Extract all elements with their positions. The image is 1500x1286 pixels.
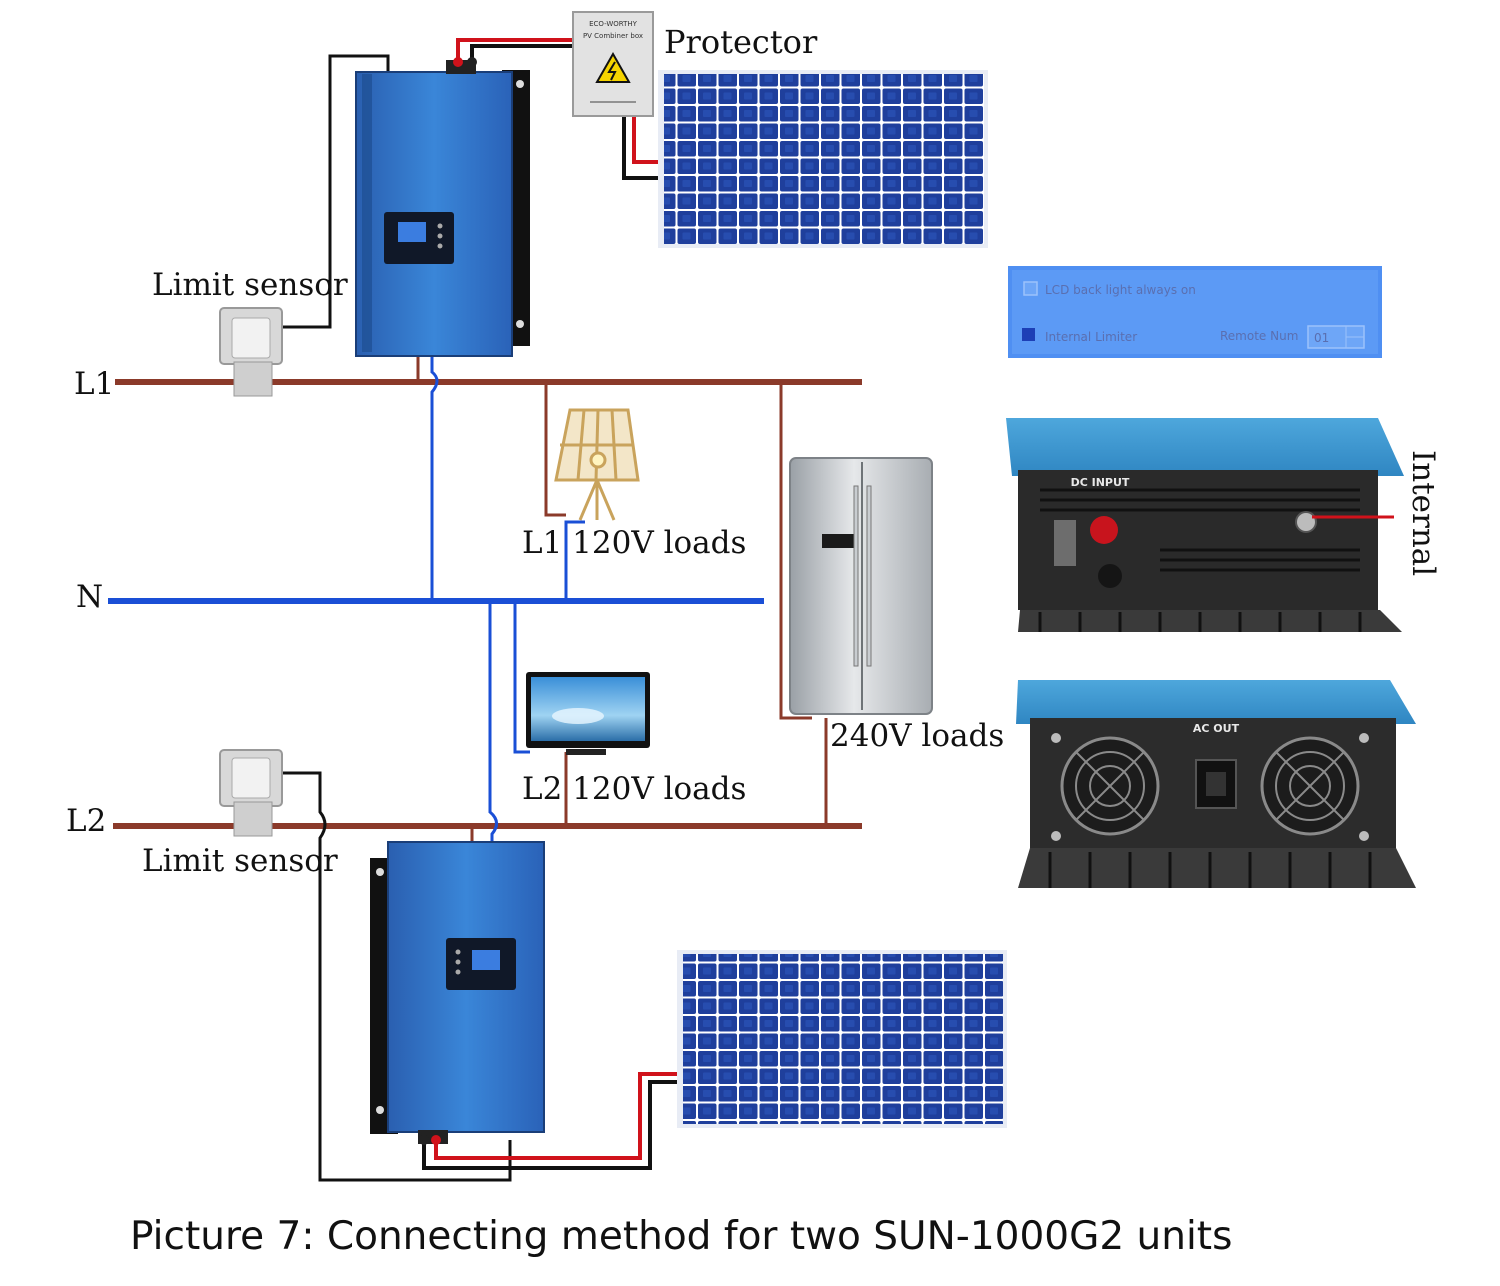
- sensor2-wire: [282, 771, 512, 1182]
- inverter2-dc-wires: [422, 1072, 680, 1170]
- dc-input-label: DC INPUT: [1071, 476, 1130, 489]
- inverter1-ac-wires: [416, 352, 439, 601]
- l2-load-wires: [513, 601, 568, 826]
- limiter-checkbox[interactable]: [1022, 328, 1035, 341]
- internal-label: Internal: [1405, 450, 1441, 577]
- dc-positive-terminal: [1090, 516, 1118, 544]
- protector-label: Protector: [664, 23, 818, 61]
- l2-loads-label: L2 120V loads: [522, 771, 747, 807]
- dc-negative-terminal: [1098, 564, 1122, 588]
- settings-panel: LCD back light always on Internal Limite…: [1008, 266, 1382, 358]
- remote-num-label: Remote Num: [1220, 329, 1298, 343]
- l2-label: L2: [66, 803, 107, 839]
- fan-icon: [1260, 736, 1360, 836]
- internal-sensor-port: [1295, 511, 1317, 533]
- n-label: N: [76, 579, 104, 615]
- 240v-load-wires: [779, 382, 828, 826]
- protector-brand: ECO-WORTHY: [589, 20, 638, 28]
- inverter-2: [370, 841, 545, 1145]
- warning-icon: [595, 51, 631, 83]
- l1-label: L1: [74, 366, 115, 402]
- l1-loads-label: L1 120V loads: [522, 525, 747, 561]
- lamp-icon: [554, 408, 640, 521]
- l1-load-wires: [544, 382, 585, 601]
- fan-icon: [1060, 736, 1160, 836]
- protector-to-panel-wires: [622, 116, 662, 180]
- limit-sensor-bottom: [219, 749, 283, 837]
- solar-panel-bottom: [677, 950, 1007, 1128]
- sensor1-wire: [282, 54, 390, 329]
- limit-sensor-bottom-label: Limit sensor: [142, 843, 338, 879]
- limiter-label: Internal Limiter: [1045, 330, 1137, 344]
- inverter-1: [355, 57, 530, 357]
- protector-model: PV Combiner box: [583, 32, 643, 40]
- ac-out-label: AC OUT: [1193, 722, 1240, 735]
- tv-icon: [526, 672, 650, 755]
- inverter-back-dc: DC INPUT: [1006, 418, 1404, 632]
- inverter2-ac-wires: [470, 601, 498, 852]
- remote-num-value: 01: [1314, 331, 1329, 345]
- 240v-loads-label: 240V loads: [830, 718, 1005, 754]
- solar-panel-top: [658, 70, 988, 248]
- limit-sensor-top-label: Limit sensor: [152, 267, 348, 303]
- backlight-label: LCD back light always on: [1045, 283, 1196, 297]
- figure-caption: Picture 7: Connecting method for two SUN…: [130, 1214, 1233, 1259]
- backlight-checkbox[interactable]: [1023, 281, 1038, 296]
- limit-sensor-top: [219, 307, 283, 397]
- inverter-back-ac: AC OUT: [1016, 680, 1416, 888]
- protector-box: ECO-WORTHY PV Combiner box: [572, 11, 654, 117]
- fridge-icon: [789, 457, 933, 715]
